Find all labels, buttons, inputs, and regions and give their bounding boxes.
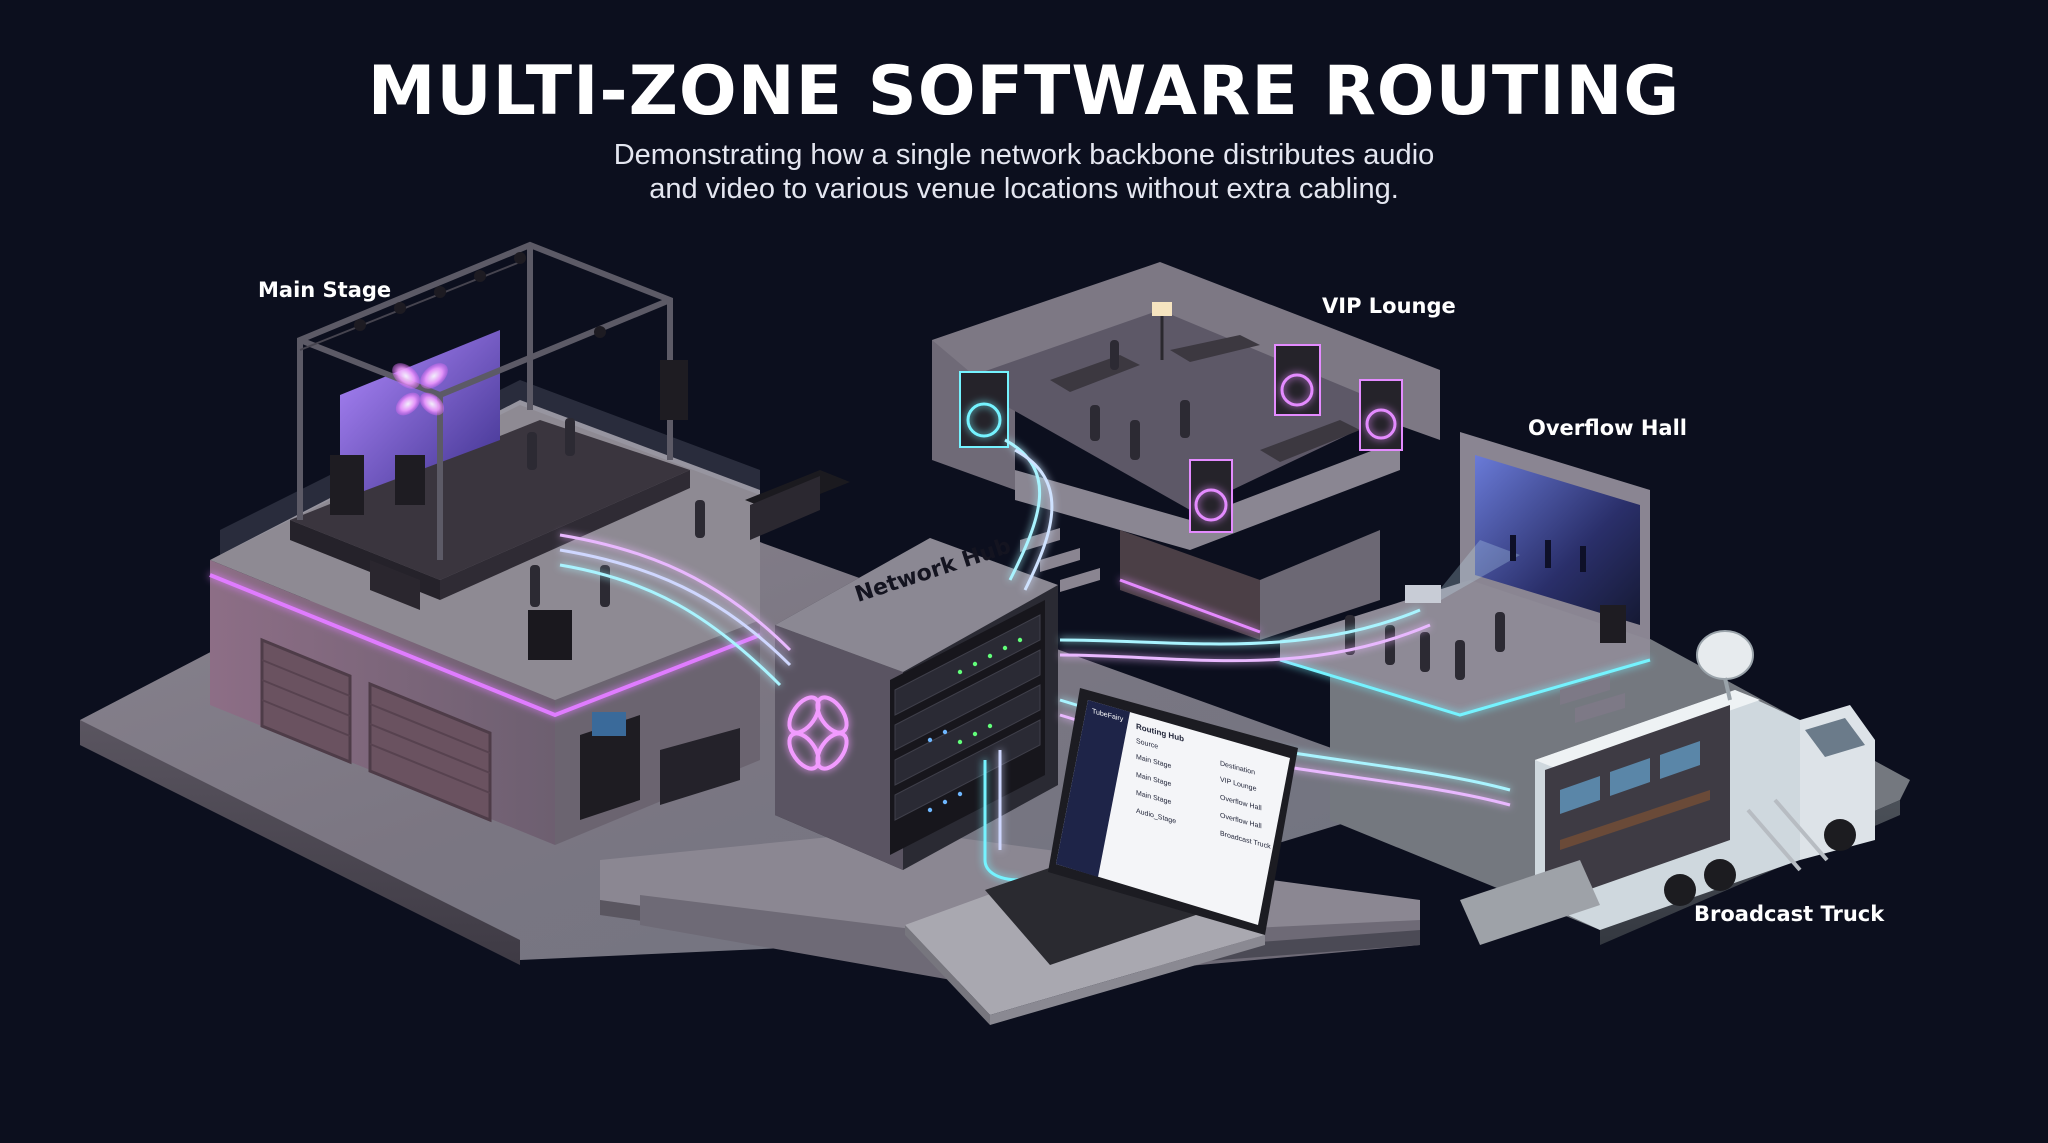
app-destination-row[interactable]: Overflow Hall	[1220, 812, 1262, 831]
label-overflow-hall: Overflow Hall	[1528, 416, 1687, 440]
subtitle-line-2: and video to various venue locations wit…	[649, 173, 1399, 205]
app-source-row[interactable]: Audio_Stage	[1136, 807, 1177, 826]
label-main-stage: Main Stage	[258, 278, 392, 302]
page-subtitle: Demonstrating how a single network backb…	[0, 138, 2048, 206]
broadcast-truck	[1460, 630, 1875, 945]
label-vip-lounge: VIP Lounge	[1322, 294, 1456, 318]
app-source-row[interactable]: Main Stage	[1136, 771, 1172, 789]
overflow-hall-building	[1279, 432, 1651, 723]
label-broadcast-truck: Broadcast Truck	[1694, 902, 1885, 926]
app-source-row[interactable]: Main Stage	[1136, 789, 1172, 807]
stage-logo	[392, 363, 448, 416]
subtitle-line-1: Demonstrating how a single network backb…	[613, 139, 1435, 171]
vip-lounge-building	[932, 262, 1440, 640]
app-destination-row[interactable]: Overflow Hall	[1220, 794, 1262, 813]
app-destination-row[interactable]: Broadcast Truck	[1220, 830, 1271, 851]
main-stage-building	[209, 241, 850, 845]
network-hub-server	[775, 538, 1058, 870]
app-source-row[interactable]: Main Stage	[1136, 753, 1172, 771]
page-title: MULTI-ZONE SOFTWARE ROUTING	[367, 52, 1681, 131]
routing-laptop	[905, 688, 1298, 1025]
app-source-header: Source	[1136, 737, 1159, 751]
app-destination-header: Destination	[1220, 760, 1256, 777]
app-destination-row[interactable]: VIP Lounge	[1220, 776, 1257, 794]
